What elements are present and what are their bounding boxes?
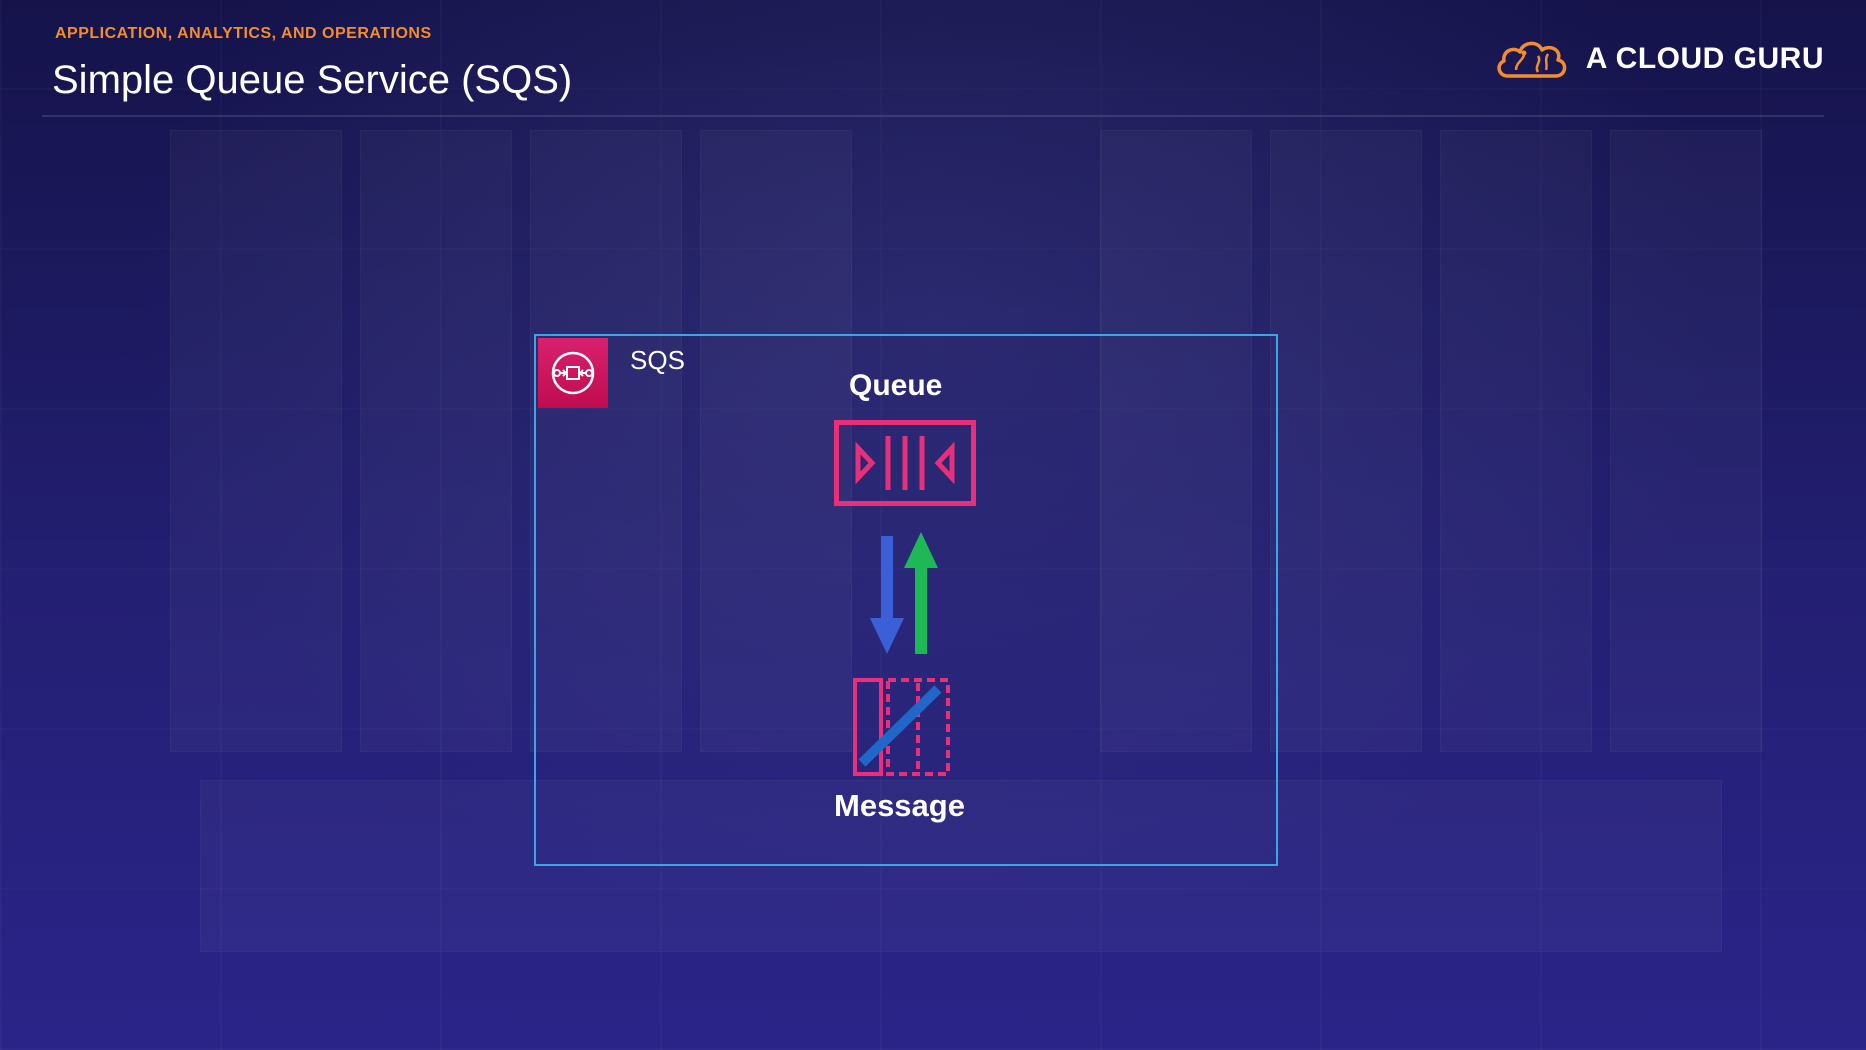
sqs-container-label: SQS xyxy=(630,345,685,375)
arrow-down-icon xyxy=(870,536,904,654)
sqs-service-icon xyxy=(551,351,595,395)
sqs-service-badge xyxy=(538,338,608,408)
arrow-up-icon xyxy=(904,532,938,654)
message-icon xyxy=(853,678,950,776)
message-label: Message xyxy=(834,788,965,823)
page-title: Simple Queue Service (SQS) xyxy=(52,58,573,102)
cloud-logo-icon xyxy=(1497,41,1567,78)
message-flow-arrows xyxy=(870,532,938,654)
brand-name: A CLOUD GURU xyxy=(1585,42,1824,75)
queue-icon xyxy=(834,420,976,506)
section-eyebrow: APPLICATION, ANALYTICS, AND OPERATIONS xyxy=(55,25,432,42)
header-divider xyxy=(42,115,1824,117)
brand-logo: A CLOUD GURU xyxy=(1494,36,1824,82)
sqs-container xyxy=(534,334,1278,866)
queue-label: Queue xyxy=(849,369,943,402)
